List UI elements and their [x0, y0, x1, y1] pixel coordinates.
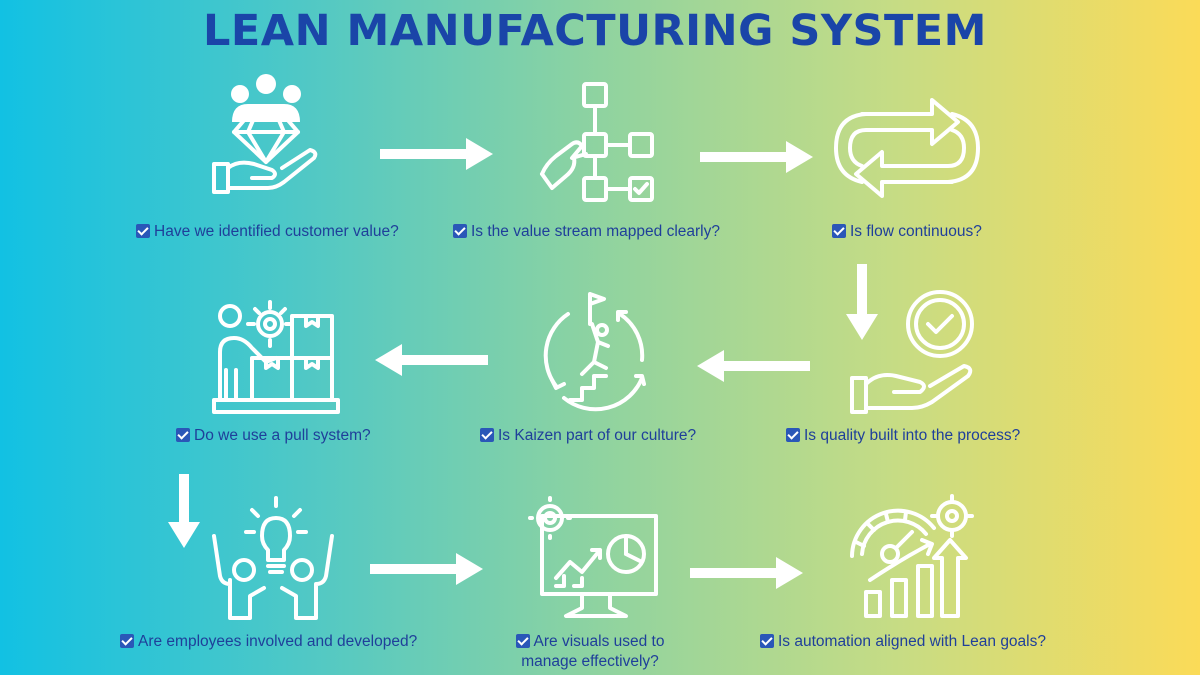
customer-value-icon [208, 72, 324, 196]
quality-hand-icon [846, 290, 978, 416]
pull-system-icon [212, 296, 340, 414]
arrow-left-2 [375, 344, 488, 376]
step-label-5: Is Kaizen part of our culture? [480, 426, 696, 446]
checkbox-icon [120, 634, 134, 648]
kaizen-climb-icon [538, 290, 654, 412]
checkbox-icon [515, 634, 530, 648]
step-label-4: Is quality built into the process? [786, 426, 1020, 446]
step-label-7: Are employees involved and developed? [120, 632, 417, 652]
automation-growth-icon [842, 494, 978, 620]
arrow-right-4 [690, 557, 803, 589]
step-label-1: Have we identified customer value? [136, 222, 399, 242]
checkbox-icon [760, 634, 774, 648]
value-stream-map-icon [538, 82, 656, 206]
page-title: LEAN MANUFACTURING SYSTEM [203, 6, 987, 56]
checkbox-icon [832, 224, 846, 238]
arrow-right-3 [370, 553, 483, 585]
arrow-down-1 [846, 264, 878, 340]
employee-idea-icon [208, 496, 338, 620]
checkbox-icon [176, 428, 190, 442]
arrow-down-2 [168, 474, 200, 548]
continuous-flow-icon [832, 96, 982, 200]
arrow-right-2 [700, 141, 813, 173]
step-label-3: Is flow continuous? [832, 222, 982, 242]
step-label-8: Are visuals used to manage effectively? [490, 632, 690, 672]
step-label-9: Is automation aligned with Lean goals? [760, 632, 1046, 652]
visual-dashboard-icon [526, 496, 658, 620]
checkbox-icon [480, 428, 494, 442]
checkbox-icon [453, 224, 467, 238]
arrow-left-1 [697, 350, 810, 382]
checkbox-icon [786, 428, 800, 442]
step-label-6: Do we use a pull system? [176, 426, 371, 446]
arrow-right-1 [380, 138, 493, 170]
step-label-2: Is the value stream mapped clearly? [453, 222, 720, 242]
checkbox-icon [136, 224, 150, 238]
